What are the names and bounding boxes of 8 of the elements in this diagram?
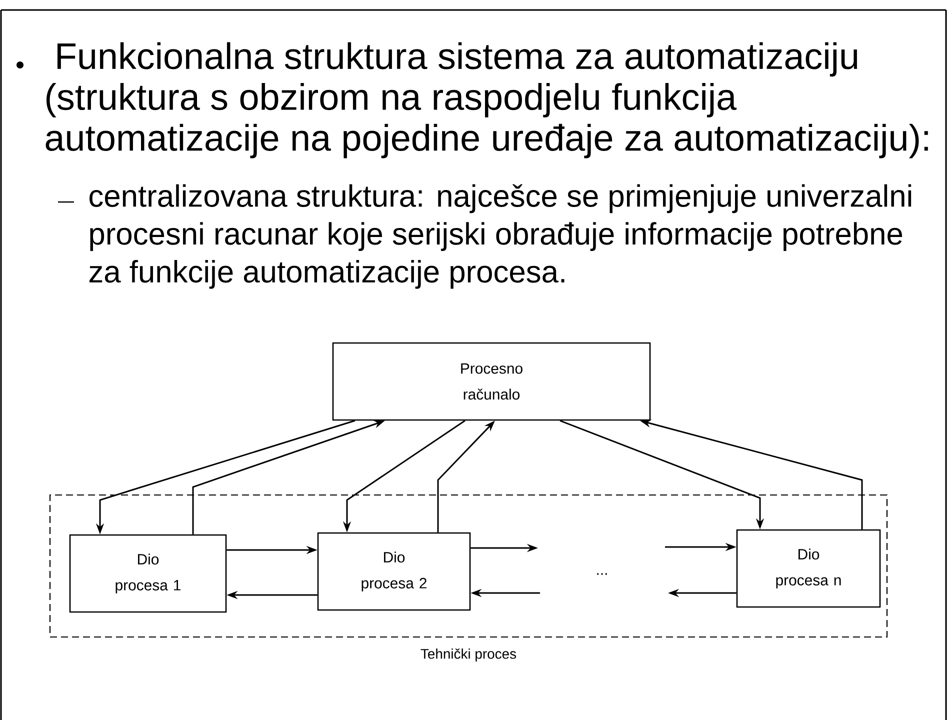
process-box: Dio procesa 2	[317, 532, 471, 611]
process-box: Dio procesa n	[736, 529, 881, 608]
process-box: Dio procesa 1	[69, 534, 227, 613]
boundary-label: Tehnički proces	[420, 648, 516, 662]
heading: Funkcionalna struktura sistema za automatizaciju (struktura s obzirom na raspodjelu funkcija automatizacije na pojedine uređaje za automatizaciju):	[46, 42, 928, 158]
process-box: Procesno računalo	[332, 342, 651, 421]
ellipsis: ...	[597, 573, 607, 575]
bullet-text: centralizovana struktura: najcešce se primjenjuje univerzalni procesni racunar koje serijski obrađuje informacije potrebne za funkcije automatizacije procesa.	[89, 184, 912, 289]
